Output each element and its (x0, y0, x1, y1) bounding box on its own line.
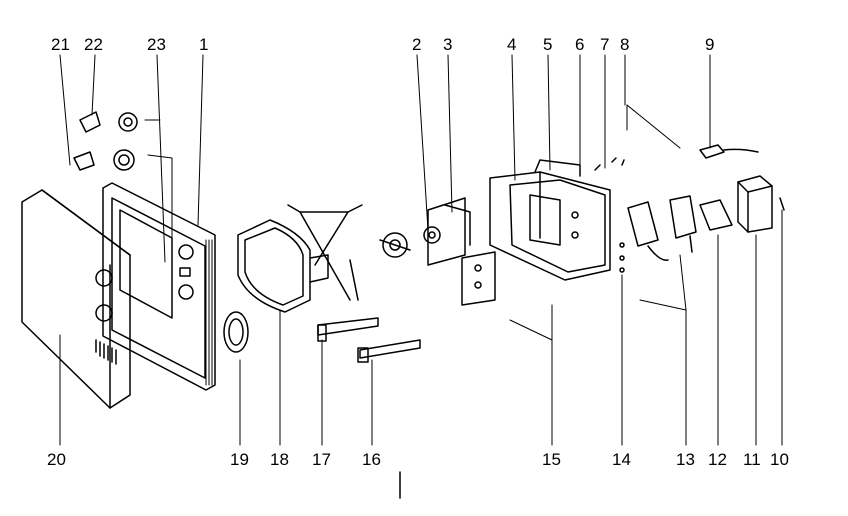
label-2: 2 (412, 35, 422, 54)
label-1: 1 (199, 35, 209, 54)
label-22: 22 (84, 35, 103, 54)
label-20: 20 (47, 450, 66, 469)
label-9: 9 (705, 35, 715, 54)
tube-bracket (287, 204, 363, 301)
leader-lines (59, 54, 783, 499)
front-cabinet-panel (21, 189, 131, 409)
label-6: 6 (575, 35, 585, 54)
label-10: 10 (770, 450, 789, 469)
label-11: 11 (743, 450, 761, 469)
knobs (73, 111, 138, 171)
transformers (627, 195, 697, 261)
main-chassis (489, 171, 611, 281)
bezel-frame (102, 182, 216, 391)
label-21: 21 (51, 35, 70, 54)
label-18: 18 (270, 450, 289, 469)
label-16: 16 (362, 450, 381, 469)
label-14: 14 (612, 450, 631, 469)
bracket-plate (699, 199, 733, 231)
power-connector (699, 144, 759, 159)
label-23: 23 (147, 35, 166, 54)
support-rods (317, 317, 421, 363)
label-3: 3 (443, 35, 453, 54)
label-13: 13 (676, 450, 695, 469)
label-17: 17 (312, 450, 331, 469)
shield-box (737, 175, 773, 233)
label-15: 15 (542, 450, 561, 469)
deflection-yoke (379, 232, 411, 258)
label-19: 19 (230, 450, 249, 469)
speaker (223, 311, 249, 353)
handle-and-screws (534, 157, 625, 273)
label-7: 7 (600, 35, 610, 54)
tuner-assembly (423, 197, 496, 306)
screw (779, 197, 785, 211)
label-12: 12 (708, 450, 727, 469)
label-4: 4 (507, 35, 517, 54)
label-8: 8 (620, 35, 630, 54)
label-5: 5 (543, 35, 553, 54)
picture-tube (237, 219, 329, 313)
